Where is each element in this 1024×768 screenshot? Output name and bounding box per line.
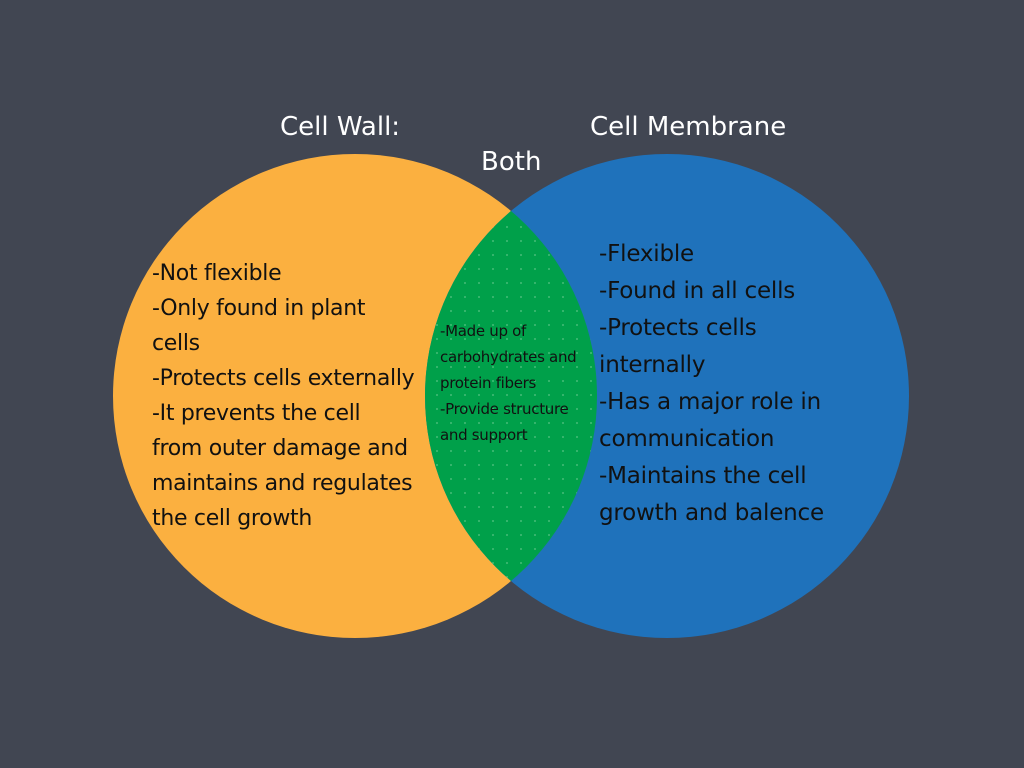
cell-membrane-line: -Has a major role in	[599, 389, 821, 415]
cell-membrane-line: -Maintains the cell	[599, 463, 807, 489]
cell-wall-title: Cell Wall:	[280, 112, 401, 142]
both-line: protein fibers	[440, 374, 537, 392]
cell-wall-line: maintains and regulates	[152, 471, 413, 496]
cell-wall-description: -Not flexible -Only found in plant cells -P…	[152, 256, 415, 536]
both-line: carbohydrates and	[440, 348, 577, 366]
cell-membrane-line: growth and balence	[599, 500, 824, 526]
cell-membrane-description: -Flexible -Found in all cells -Protects ce…	[599, 236, 824, 532]
cell-membrane-line: -Flexible	[599, 241, 695, 267]
cell-membrane-title: Cell Membrane	[590, 112, 787, 142]
cell-membrane-line: -Found in all cells	[599, 278, 796, 304]
cell-wall-line: the cell growth	[152, 506, 312, 531]
cell-wall-line: -It prevents the cell	[152, 401, 361, 426]
both-line: -Made up of	[440, 322, 527, 340]
cell-wall-line: cells	[152, 331, 200, 356]
both-description: -Made up of carbohydrates and protein fibe…	[440, 318, 577, 448]
cell-membrane-line: internally	[599, 352, 706, 378]
cell-wall-line: from outer damage and	[152, 436, 408, 461]
overlap-region	[425, 154, 597, 638]
cell-membrane-line: -Protects cells	[599, 315, 757, 341]
cell-wall-line: -Only found in plant	[152, 296, 366, 321]
overlap-dot-texture	[425, 154, 597, 638]
both-title: Both	[481, 147, 542, 177]
cell-wall-line: -Protects cells externally	[152, 366, 415, 391]
both-line: and support	[440, 426, 528, 444]
cell-membrane-line: communication	[599, 426, 775, 452]
both-line: -Provide structure	[440, 400, 569, 418]
cell-wall-line: -Not flexible	[152, 261, 282, 286]
